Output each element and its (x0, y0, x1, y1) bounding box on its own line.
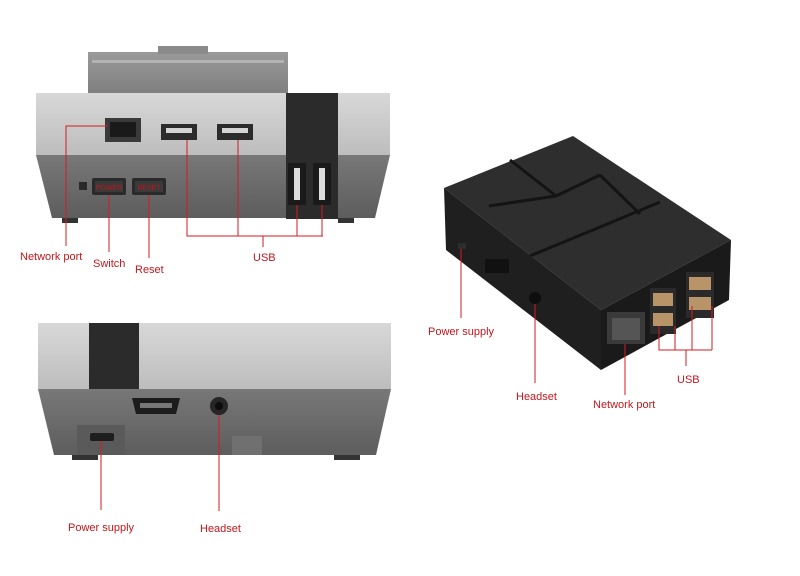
reset-label: Reset (135, 264, 164, 276)
power-led (79, 182, 87, 190)
headset-jack-case (529, 292, 541, 304)
power-supply-label-right: Power supply (428, 326, 495, 338)
reset-button-text: RESET (137, 185, 161, 192)
network-port-label: Network port (20, 251, 82, 263)
console-front-view: POWER RESET (36, 46, 390, 223)
bottom-left-leaders (100, 415, 220, 511)
headset-label: Headset (200, 523, 241, 535)
network-port-label-right: Network port (593, 399, 655, 411)
usb-label-top: USB (253, 252, 276, 264)
cartridge-tray (88, 52, 288, 97)
power-button-text: POWER (96, 185, 122, 192)
power-port-case (458, 243, 466, 249)
switch-label: Switch (93, 258, 125, 270)
case-left-side (444, 188, 601, 370)
hdmi-port-case (485, 259, 509, 273)
console-side-bottom-shell (38, 389, 391, 455)
usb-label-right: USB (677, 374, 700, 386)
right-leaders (460, 249, 713, 395)
headset-label-right: Headset (516, 391, 557, 403)
power-supply-label: Power supply (68, 522, 135, 534)
top-left-leaders (65, 125, 323, 258)
case-top (444, 136, 731, 310)
black-case (444, 136, 731, 370)
console-side-view (38, 323, 391, 460)
power-port (90, 433, 114, 441)
console-side-stripe (89, 323, 139, 389)
